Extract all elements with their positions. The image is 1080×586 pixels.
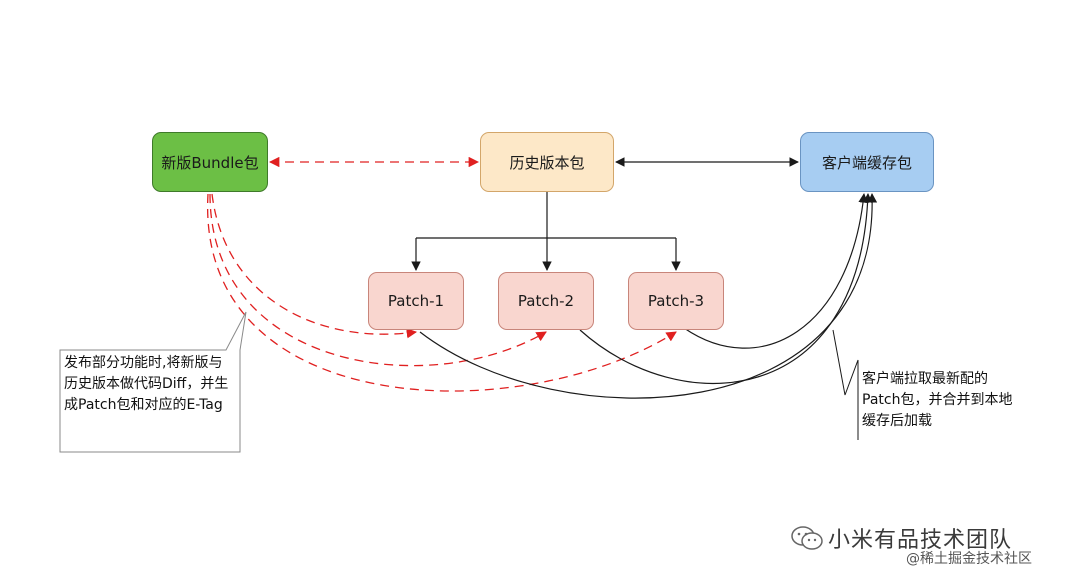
watermark-brand: 小米有品技术团队 (828, 528, 1013, 553)
wechat-icon (791, 526, 823, 550)
callout-left-box (59, 311, 247, 453)
edge-patch3-cache (683, 193, 868, 349)
callout-right-bracket (832, 329, 859, 440)
node-new-bundle: 新版Bundle包 (152, 132, 268, 192)
note-left: 发布部分功能时,将新版与历史版本做代码Diff，并生成Patch包和对应的E-T… (64, 355, 229, 413)
node-patch-2: Patch-2 (498, 272, 594, 330)
edge-patch1-cache (419, 193, 878, 399)
watermark-site: @稀土掘金技术社区 (906, 551, 1032, 567)
node-patch-3: Patch-3 (628, 272, 724, 330)
node-patch-1: Patch-1 (368, 272, 464, 330)
node-client-cache: 客户端缓存包 (800, 132, 934, 192)
node-history: 历史版本包 (480, 132, 614, 192)
edge-diff-patch2 (209, 193, 547, 367)
note-right: 客户端拉取最新配的Patch包，并合并到本地缓存后加载 (862, 371, 1013, 429)
edge-diff-patch1 (211, 193, 418, 339)
edge-patch2-cache (579, 193, 873, 385)
